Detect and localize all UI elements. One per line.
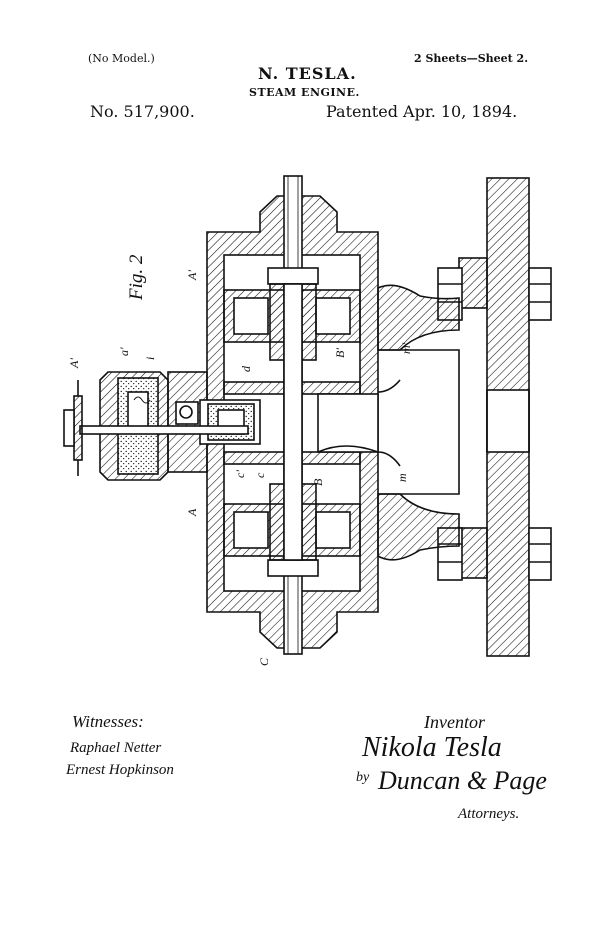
label-m: m [395, 473, 409, 482]
label-A: A [185, 508, 199, 517]
label-C: C [257, 657, 271, 666]
by-label: by [356, 770, 370, 785]
frame-column [458, 177, 530, 657]
label-m-prime: m' [399, 342, 413, 354]
label-c: c [253, 472, 267, 478]
inventor-signature: Nikola Tesla [362, 732, 502, 763]
piston-rod [267, 175, 319, 655]
sheets-label: 2 Sheets—Sheet 2. [414, 52, 529, 65]
patent-date: Patented Apr. 10, 1894. [326, 102, 518, 121]
witness-signature-2: Ernest Hopkinson [66, 762, 174, 778]
label-B: B [311, 478, 325, 486]
regulator-housing [63, 371, 249, 481]
label-A-prime-top: A' [185, 270, 199, 281]
inventor-label: Inventor [424, 712, 485, 732]
label-B-prime: B' [333, 348, 347, 358]
patent-title: STEAM ENGINE. [249, 86, 360, 99]
patent-number: No. 517,900. [90, 102, 195, 121]
label-d: d [239, 365, 253, 372]
attorneys-label: Attorneys. [458, 806, 520, 822]
no-model-label: (No Model.) [88, 52, 155, 65]
attorney-signature: Duncan & Page [378, 766, 547, 795]
fig-label: Fig. 2 [126, 254, 147, 301]
label-c-prime: c' [233, 470, 247, 478]
witnesses-label: Witnesses: [72, 712, 144, 731]
inventor-name: N. TESLA. [258, 64, 357, 83]
label-i: i [143, 357, 157, 360]
connecting-webs [377, 284, 460, 561]
valve-chest [167, 371, 261, 473]
label-A4: A' [67, 358, 81, 369]
witness-signature-1: Raphael Netter [70, 740, 162, 756]
label-a-prime: a' [117, 347, 131, 356]
